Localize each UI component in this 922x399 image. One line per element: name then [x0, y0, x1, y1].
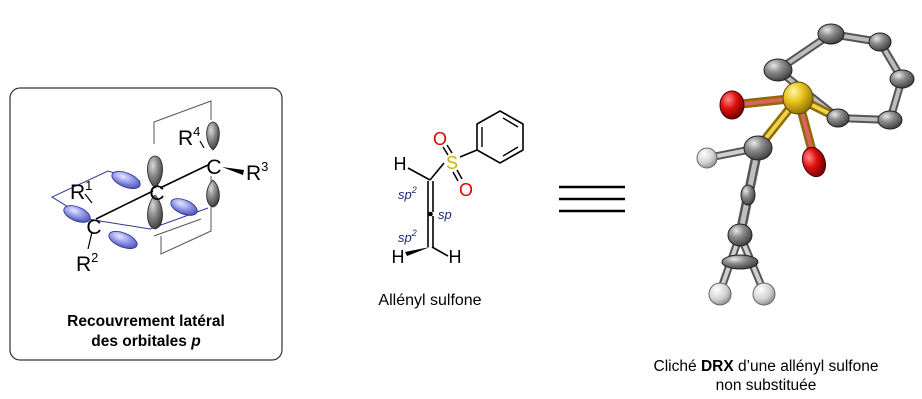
bond-c1-r2 — [87, 231, 93, 250]
orbital-center-bottom — [147, 194, 163, 230]
substituent-r1: R1 — [70, 178, 92, 204]
orbital-blue-left — [63, 205, 91, 223]
bond-s-c1 — [429, 162, 445, 181]
atom-oxygen-1: O — [433, 129, 447, 149]
hybrid-label-sp2-bottom: sp2 — [398, 228, 417, 245]
atom-sulfur: S — [446, 153, 458, 173]
atom-oxygen-2: O — [459, 180, 473, 200]
bond-s-o2-a — [452, 171, 459, 182]
bond-s-phenyl — [459, 149, 478, 158]
drx-oxygen-2 — [801, 146, 827, 178]
drx-oxygen-1 — [719, 90, 745, 120]
vertical-plane-top — [153, 100, 212, 144]
atom-c-left: C — [86, 216, 101, 239]
bond-c3-h3 — [431, 246, 449, 257]
orbital-right-top — [206, 121, 220, 151]
panel-caption-line1: Recouvrement latéral — [67, 313, 225, 330]
drx-sulfur — [782, 81, 814, 115]
drx-caption-line2: non substituée — [715, 377, 817, 394]
drx-caption: Cliché DRX d’une allényl sulfone non sub… — [612, 357, 920, 395]
allenyl-sulfone-structure: S O O H H H sp2 sp sp2 — [392, 110, 524, 267]
bond-c1-c2 — [95, 190, 154, 220]
panel-caption: Recouvrement latéral des orbitales p — [10, 312, 282, 352]
hybrid-label-sp2-top: sp2 — [398, 185, 417, 202]
equivalence-sign-icon — [559, 185, 625, 213]
substituent-r3: R3 — [246, 159, 268, 185]
bond-s-o1-b — [446, 144, 453, 154]
central-carbon-dot — [428, 211, 433, 217]
orbital-blue-lower — [108, 231, 138, 249]
orbital-overlap-diagram: C C C R1 R2 R3 R4 — [9, 87, 283, 361]
atom-c-center: C — [149, 182, 164, 205]
bond-c1-h1 — [407, 167, 431, 181]
atom-hydrogen-2: H — [392, 247, 405, 267]
panel-frame — [9, 87, 283, 361]
hybrid-label-sp-mid: sp — [438, 207, 452, 222]
panel-caption-line2: des orbitales p — [91, 333, 201, 350]
allenyl-caption: Allényl sulfone — [378, 292, 482, 309]
ring-double-1 — [502, 117, 519, 128]
vertical-plane-inner — [153, 218, 202, 237]
bond-c3-r4 — [199, 140, 205, 149]
phenyl-ring — [476, 110, 524, 164]
drx-caption-line1: Cliché DRX d’une allényl sulfone — [653, 358, 879, 375]
substituent-r4: R4 — [178, 124, 200, 150]
bond-s-o2-b — [456, 169, 463, 180]
wedge-c3-r3 — [222, 167, 244, 175]
atom-c-right: C — [206, 156, 221, 179]
atom-hydrogen-3: H — [449, 247, 462, 267]
drx-crystal-structure — [696, 23, 915, 306]
bond-c2-c3 — [159, 164, 209, 189]
orbital-blue-upper-mid — [111, 171, 141, 189]
ring-double-2 — [502, 146, 519, 157]
substituent-r2: R2 — [76, 250, 98, 276]
atom-hydrogen-1: H — [394, 154, 407, 174]
orbital-right-bottom — [206, 179, 220, 208]
orbital-center-top — [147, 155, 163, 189]
bond-c1-r1 — [84, 193, 93, 204]
orbital-blue-right — [170, 198, 198, 216]
wedge-c3-h — [405, 247, 430, 256]
bond-s-o1-a — [442, 146, 449, 156]
